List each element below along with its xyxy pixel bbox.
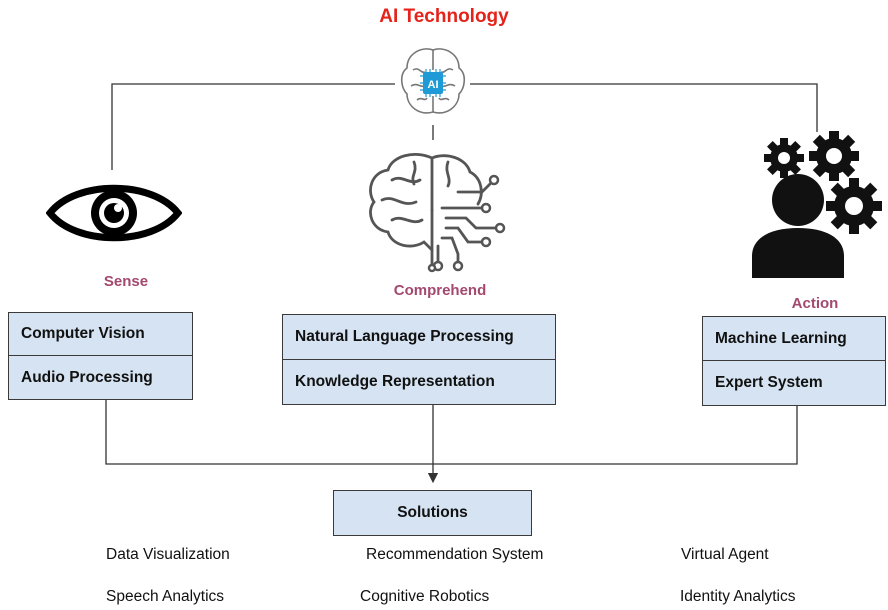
ai-brain-chip-icon: AI — [395, 40, 471, 124]
line-to-sense — [111, 83, 395, 170]
solution-item-recommendation-system: Recommendation System — [366, 546, 544, 563]
person-gears-icon — [740, 128, 886, 278]
brain-circuit-icon — [362, 150, 512, 275]
solutions-box: Solutions — [333, 490, 532, 536]
line-to-action — [470, 83, 818, 132]
sense-item-audio-processing: Audio Processing — [21, 368, 153, 386]
solution-item-virtual-agent: Virtual Agent — [681, 546, 769, 563]
category-label-sense: Sense — [103, 273, 149, 290]
solution-item-identity-analytics: Identity Analytics — [680, 588, 796, 605]
action-item-machine-learning: Machine Learning — [703, 317, 885, 361]
solution-item-data-visualization: Data Visualization — [106, 546, 230, 563]
solution-item-speech-analytics: Speech Analytics — [106, 588, 225, 605]
action-item-expert-system: Expert System — [715, 374, 823, 391]
sense-item-computer-vision: Computer Vision — [9, 313, 192, 356]
solution-item-cognitive-robotics: Cognitive Robotics — [360, 588, 490, 605]
comprehend-box: Natural Language Processing Knowledge Re… — [282, 314, 556, 405]
category-label-action: Action — [791, 295, 839, 312]
category-label-comprehend: Comprehend — [393, 282, 487, 299]
sense-box: Computer Vision Audio Processing — [8, 312, 193, 400]
action-box: Machine Learning Expert System — [702, 316, 886, 406]
comprehend-item-nlp: Natural Language Processing — [283, 315, 555, 360]
eye-icon — [46, 178, 182, 248]
comprehend-item-knowledge-representation: Knowledge Representation — [295, 372, 495, 390]
bottom-bus-line — [105, 400, 798, 465]
page-title: AI Technology — [379, 6, 509, 27]
ai-chip-label: AI — [428, 79, 439, 91]
